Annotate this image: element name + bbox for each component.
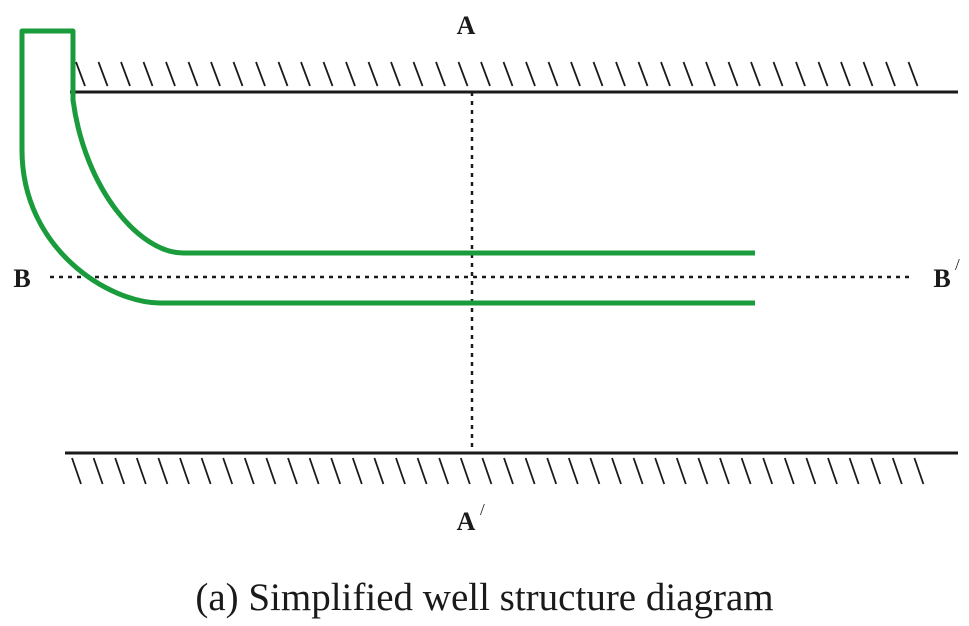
bottom-hatch-mark — [135, 457, 147, 485]
top-hatch-mark — [772, 61, 784, 87]
top-hatch-mark — [210, 61, 221, 87]
top-hatch-mark — [277, 61, 289, 87]
bottom-hatch-mark — [870, 457, 882, 485]
top-hatch-mark — [862, 61, 874, 87]
top-hatch-mark — [435, 61, 446, 87]
top-hatch-mark — [907, 61, 919, 87]
bottom-hatch-mark — [373, 457, 385, 485]
label-a-bottom-letter: A — [457, 507, 476, 536]
top-hatch-mark — [120, 61, 131, 87]
bottom-formation-boundary — [65, 451, 958, 485]
bottom-hatch-mark — [308, 457, 320, 485]
bottom-hatch-mark — [222, 457, 234, 485]
bottom-hatch-mark — [783, 457, 795, 485]
top-formation-boundary — [70, 61, 958, 94]
bottom-hatch-mark — [330, 457, 342, 485]
top-hatch-mark — [255, 61, 266, 87]
top-hatch-mark — [187, 61, 199, 87]
bottom-hatch-mark — [114, 457, 126, 485]
bottom-hatch-mark — [805, 457, 817, 485]
bottom-hatch-mark — [611, 457, 622, 485]
label-b-left: B — [13, 264, 30, 293]
wellbore — [19, 28, 755, 306]
top-hatch-mark — [727, 61, 739, 87]
top-hatch-mark — [457, 61, 469, 87]
label-b-right-letter: B — [933, 264, 950, 293]
top-hatch-mark — [705, 61, 716, 87]
bottom-hatch-mark — [740, 457, 752, 485]
bottom-hatch-mark — [416, 457, 428, 485]
bottom-hatch-mark — [179, 457, 190, 485]
top-boundary-hatching — [75, 61, 919, 87]
top-hatch-mark — [885, 61, 896, 87]
top-hatch-mark — [345, 61, 356, 87]
bottom-hatch-mark — [265, 457, 277, 485]
wellbore-outer-wall — [19, 28, 755, 306]
bottom-hatch-mark — [719, 457, 730, 485]
bottom-hatch-mark — [503, 457, 514, 485]
top-hatch-mark — [547, 61, 559, 87]
bottom-hatch-mark — [762, 457, 774, 485]
bottom-hatch-mark — [913, 457, 925, 485]
top-hatch-mark — [142, 61, 154, 87]
bottom-hatch-mark — [71, 457, 82, 485]
top-hatch-mark — [322, 61, 334, 87]
top-hatch-mark — [615, 61, 626, 87]
top-hatch-mark — [412, 61, 424, 87]
bottom-hatch-mark — [438, 457, 450, 485]
top-hatch-mark — [592, 61, 604, 87]
top-hatch-mark — [300, 61, 311, 87]
label-b-right: B / — [933, 255, 960, 293]
top-hatch-mark — [795, 61, 806, 87]
bottom-boundary-hatching — [71, 457, 925, 485]
bottom-hatch-mark — [459, 457, 471, 485]
top-hatch-mark — [525, 61, 536, 87]
bottom-hatch-mark — [395, 457, 406, 485]
bottom-hatch-mark — [567, 457, 579, 485]
top-hatch-mark — [480, 61, 491, 87]
top-hatch-mark — [502, 61, 514, 87]
label-a-top: A — [457, 11, 476, 40]
top-hatch-mark — [390, 61, 401, 87]
bottom-hatch-mark — [351, 457, 363, 485]
bottom-hatch-mark — [546, 457, 558, 485]
figure-caption: (a) Simplified well structure diagram — [195, 576, 774, 619]
bottom-hatch-mark — [243, 457, 255, 485]
top-hatch-mark — [232, 61, 244, 87]
bottom-hatch-mark — [589, 457, 601, 485]
top-hatch-mark — [570, 61, 581, 87]
bottom-hatch-mark — [92, 457, 104, 485]
top-hatch-mark — [75, 61, 86, 87]
top-hatch-mark — [750, 61, 761, 87]
label-a-bottom-prime: / — [480, 500, 485, 519]
bottom-hatch-mark — [675, 457, 687, 485]
bottom-hatch-mark — [200, 457, 212, 485]
bottom-hatch-mark — [157, 457, 169, 485]
bottom-hatch-mark — [632, 457, 644, 485]
bottom-hatch-mark — [697, 457, 709, 485]
bottom-hatch-mark — [891, 457, 903, 485]
bottom-hatch-mark — [654, 457, 666, 485]
top-hatch-mark — [840, 61, 851, 87]
top-hatch-mark — [367, 61, 379, 87]
top-hatch-mark — [637, 61, 649, 87]
label-a-bottom: A / — [457, 500, 485, 536]
bottom-hatch-mark — [287, 457, 298, 485]
bottom-hatch-mark — [524, 457, 536, 485]
bottom-hatch-mark — [827, 457, 838, 485]
label-b-right-prime: / — [955, 255, 960, 274]
top-hatch-mark — [97, 61, 109, 87]
top-hatch-mark — [682, 61, 694, 87]
bottom-hatch-mark — [848, 457, 860, 485]
top-hatch-mark — [660, 61, 671, 87]
bottom-hatch-mark — [481, 457, 493, 485]
top-hatch-mark — [817, 61, 829, 87]
top-hatch-mark — [165, 61, 176, 87]
